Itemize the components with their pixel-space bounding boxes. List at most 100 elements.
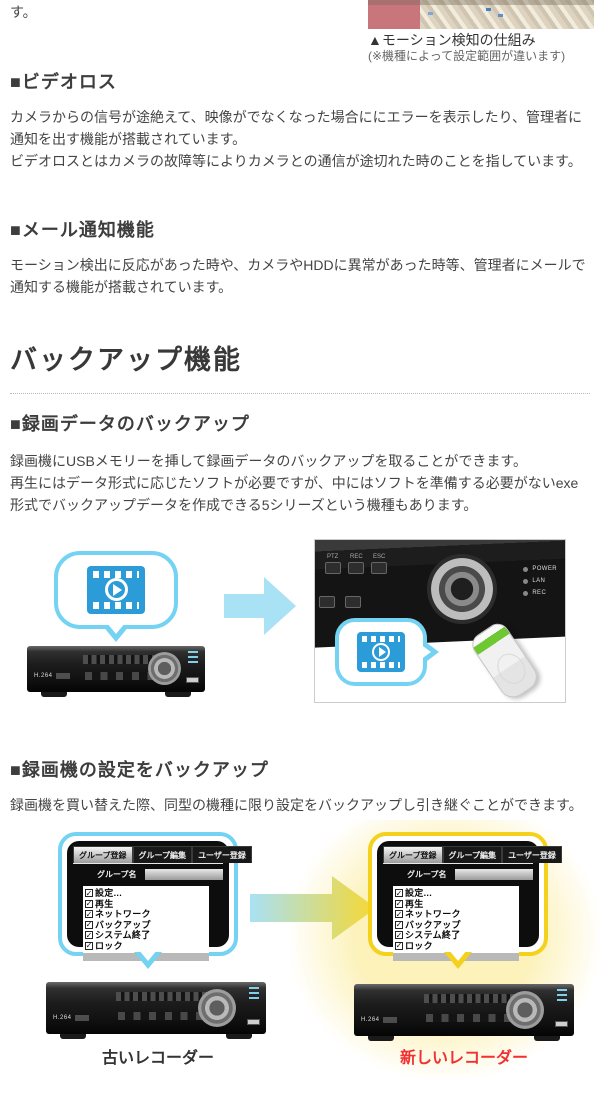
bubble-tail: [449, 950, 467, 961]
list-item: ✓再生: [395, 898, 424, 909]
recorder-with-bubble: H.264: [10, 550, 222, 697]
led-dot: [523, 590, 529, 596]
list-item: ✓システム終了: [85, 930, 151, 940]
panel-buttons: PTZ REC ESC: [325, 554, 387, 574]
codec-label: H.264: [361, 1017, 397, 1023]
settings-dialog: グループ登録 グループ編集 ユーザー登録 グループ名 ✓設定... ✓再生 ✓ネ…: [377, 841, 562, 961]
settings-dialog-bubble-old: グループ登録 グループ編集 ユーザー登録 グループ名 ✓設定... ✓再生 ✓ネ…: [58, 832, 252, 969]
usb-port: [247, 1019, 260, 1025]
led-dot: [523, 578, 529, 584]
film-sprockets: [93, 601, 139, 609]
dvr-recorder: H.264: [27, 645, 205, 697]
paragraph-videoloss: カメラからの信号が途絶えて、映像がでなくなった場合ににエラーを表示したり、管理者…: [10, 109, 583, 169]
led-row: REC: [523, 590, 557, 596]
play-icon: [372, 643, 390, 661]
group-name-label: グループ名: [407, 870, 447, 879]
tab-group-register: グループ登録: [73, 846, 133, 863]
led-row: LAN: [523, 578, 557, 584]
codec-label: H.264: [34, 672, 70, 679]
jog-dial: [198, 989, 236, 1027]
checkbox-checked: ✓: [85, 909, 93, 919]
list-item: ✓設定...: [85, 888, 123, 898]
tab-user-register: ユーザー登録: [192, 846, 252, 863]
settings-migration-figure: グループ登録 グループ編集 ユーザー登録 グループ名 ✓設定... ✓再生 ✓ネ…: [10, 820, 600, 1080]
tab-user-register: ユーザー登録: [502, 846, 562, 863]
list-item: ✓ロック: [395, 940, 433, 951]
dvr-recorder-old: H.264: [46, 982, 266, 1039]
paragraph-mail: モーション検出に反応があった時や、カメラやHDDに異常があった時等、管理者にメー…: [10, 257, 586, 295]
paragraph-backup-data: 録画機にUSBメモリーを挿して録画データのバックアップを取ることができます。 再…: [10, 453, 579, 513]
dialog-tabs: グループ登録 グループ編集 ユーザー登録: [73, 846, 252, 864]
video-bubble: [335, 618, 439, 686]
usb-port: [186, 676, 199, 683]
list-item: ✓ロック: [85, 940, 123, 951]
led-dot: [523, 566, 529, 572]
motion-detection-figure: ▲モーション検知の仕組み (※機種によって設定範囲が違います): [368, 0, 594, 64]
led-indicators: [249, 987, 259, 1001]
bubble-tail: [107, 622, 125, 634]
gradient-arrow-icon: [250, 876, 376, 940]
dvr-buttons: [83, 654, 169, 664]
panel-buttons: [319, 596, 361, 608]
checkbox-checked: ✓: [395, 909, 403, 919]
heading-videoloss: ■ビデオロス: [10, 72, 117, 92]
paragraph-fragment: す。: [10, 4, 37, 20]
film-sprockets: [362, 636, 400, 642]
tab-group-edit: グループ編集: [132, 846, 193, 863]
film-play-icon: [87, 565, 145, 614]
film-sprockets: [362, 662, 400, 668]
group-name-input: [144, 869, 223, 880]
checkbox-checked: ✓: [85, 930, 93, 940]
settings-dialog: グループ登録 グループ編集 ユーザー登録 グループ名 ✓設定... ✓再生 ✓ネ…: [67, 841, 252, 961]
play-triangle: [378, 647, 386, 657]
figure-note: (※機種によって設定範囲が違います): [368, 49, 566, 63]
figure-caption: ▲モーション検知の仕組み: [368, 32, 536, 48]
right-arrow-icon: [224, 577, 296, 635]
dvr-buttons: [424, 994, 528, 1003]
play-icon: [104, 578, 128, 601]
checkbox-checked: ✓: [395, 920, 403, 930]
group-name-row: グループ名: [383, 869, 533, 880]
list-item: ✓設定...: [395, 888, 433, 898]
group-name-label: グループ名: [97, 870, 137, 879]
bubble-tail: [420, 644, 431, 660]
bubble-tail: [139, 950, 157, 961]
list-item: ✓バックアップ: [395, 919, 461, 930]
new-recorder-label: 新しいレコーダー: [399, 1050, 528, 1067]
led-row: POWER: [523, 566, 557, 572]
film-sprockets: [93, 570, 139, 578]
play-triangle: [113, 583, 122, 596]
film-play-icon: [357, 632, 405, 672]
jog-dial: [148, 651, 181, 685]
panel-button: PTZ: [325, 554, 341, 574]
paragraph-backup-settings: 録画機を買い替えた際、同型の機種に限り設定をバックアップし引き継ぐことができます…: [10, 797, 583, 813]
checkbox-checked: ✓: [85, 920, 93, 930]
panel-button: [345, 596, 361, 608]
dialog-tabs: グループ登録 グループ編集 ユーザー登録: [383, 846, 562, 864]
heading-mail: ■メール通知機能: [10, 220, 155, 240]
settings-dialog-bubble-new: グループ登録 グループ編集 ユーザー登録 グループ名 ✓設定... ✓再生 ✓ネ…: [368, 832, 562, 969]
dvr-recorder-new: H.264: [354, 984, 574, 1041]
group-name-input: [454, 869, 533, 880]
usb-backup-figure: H.264 PTZ REC ESC POWER LAN REC: [10, 532, 590, 710]
panel-button: ESC: [371, 554, 387, 574]
heading-backup-settings: ■録画機の設定をバックアップ: [10, 760, 269, 780]
group-name-row: グループ名: [73, 869, 223, 880]
old-recorder-label: 古いレコーダー: [101, 1050, 214, 1067]
heading-backup-data: ■録画データのバックアップ: [10, 414, 250, 434]
dvr-feet: [46, 1034, 266, 1039]
jog-dial: [427, 554, 497, 624]
dvr-buttons: [116, 992, 220, 1001]
usb-insert-photo: PTZ REC ESC POWER LAN REC: [314, 539, 566, 703]
codec-label: H.264: [53, 1015, 89, 1021]
jog-dial: [506, 991, 544, 1029]
permission-list: ✓設定... ✓再生 ✓ネットワーク ✓バックアップ ✓システム終了 ✓ロック: [83, 886, 209, 961]
dvr-feet: [354, 1036, 574, 1041]
led-indicators: [188, 650, 198, 665]
led-indicators: [557, 989, 567, 1003]
list-item: ✓バックアップ: [85, 919, 151, 930]
video-bubble: [54, 550, 178, 642]
checkbox-checked: ✓: [85, 888, 93, 898]
checkbox-checked: ✓: [85, 899, 93, 909]
